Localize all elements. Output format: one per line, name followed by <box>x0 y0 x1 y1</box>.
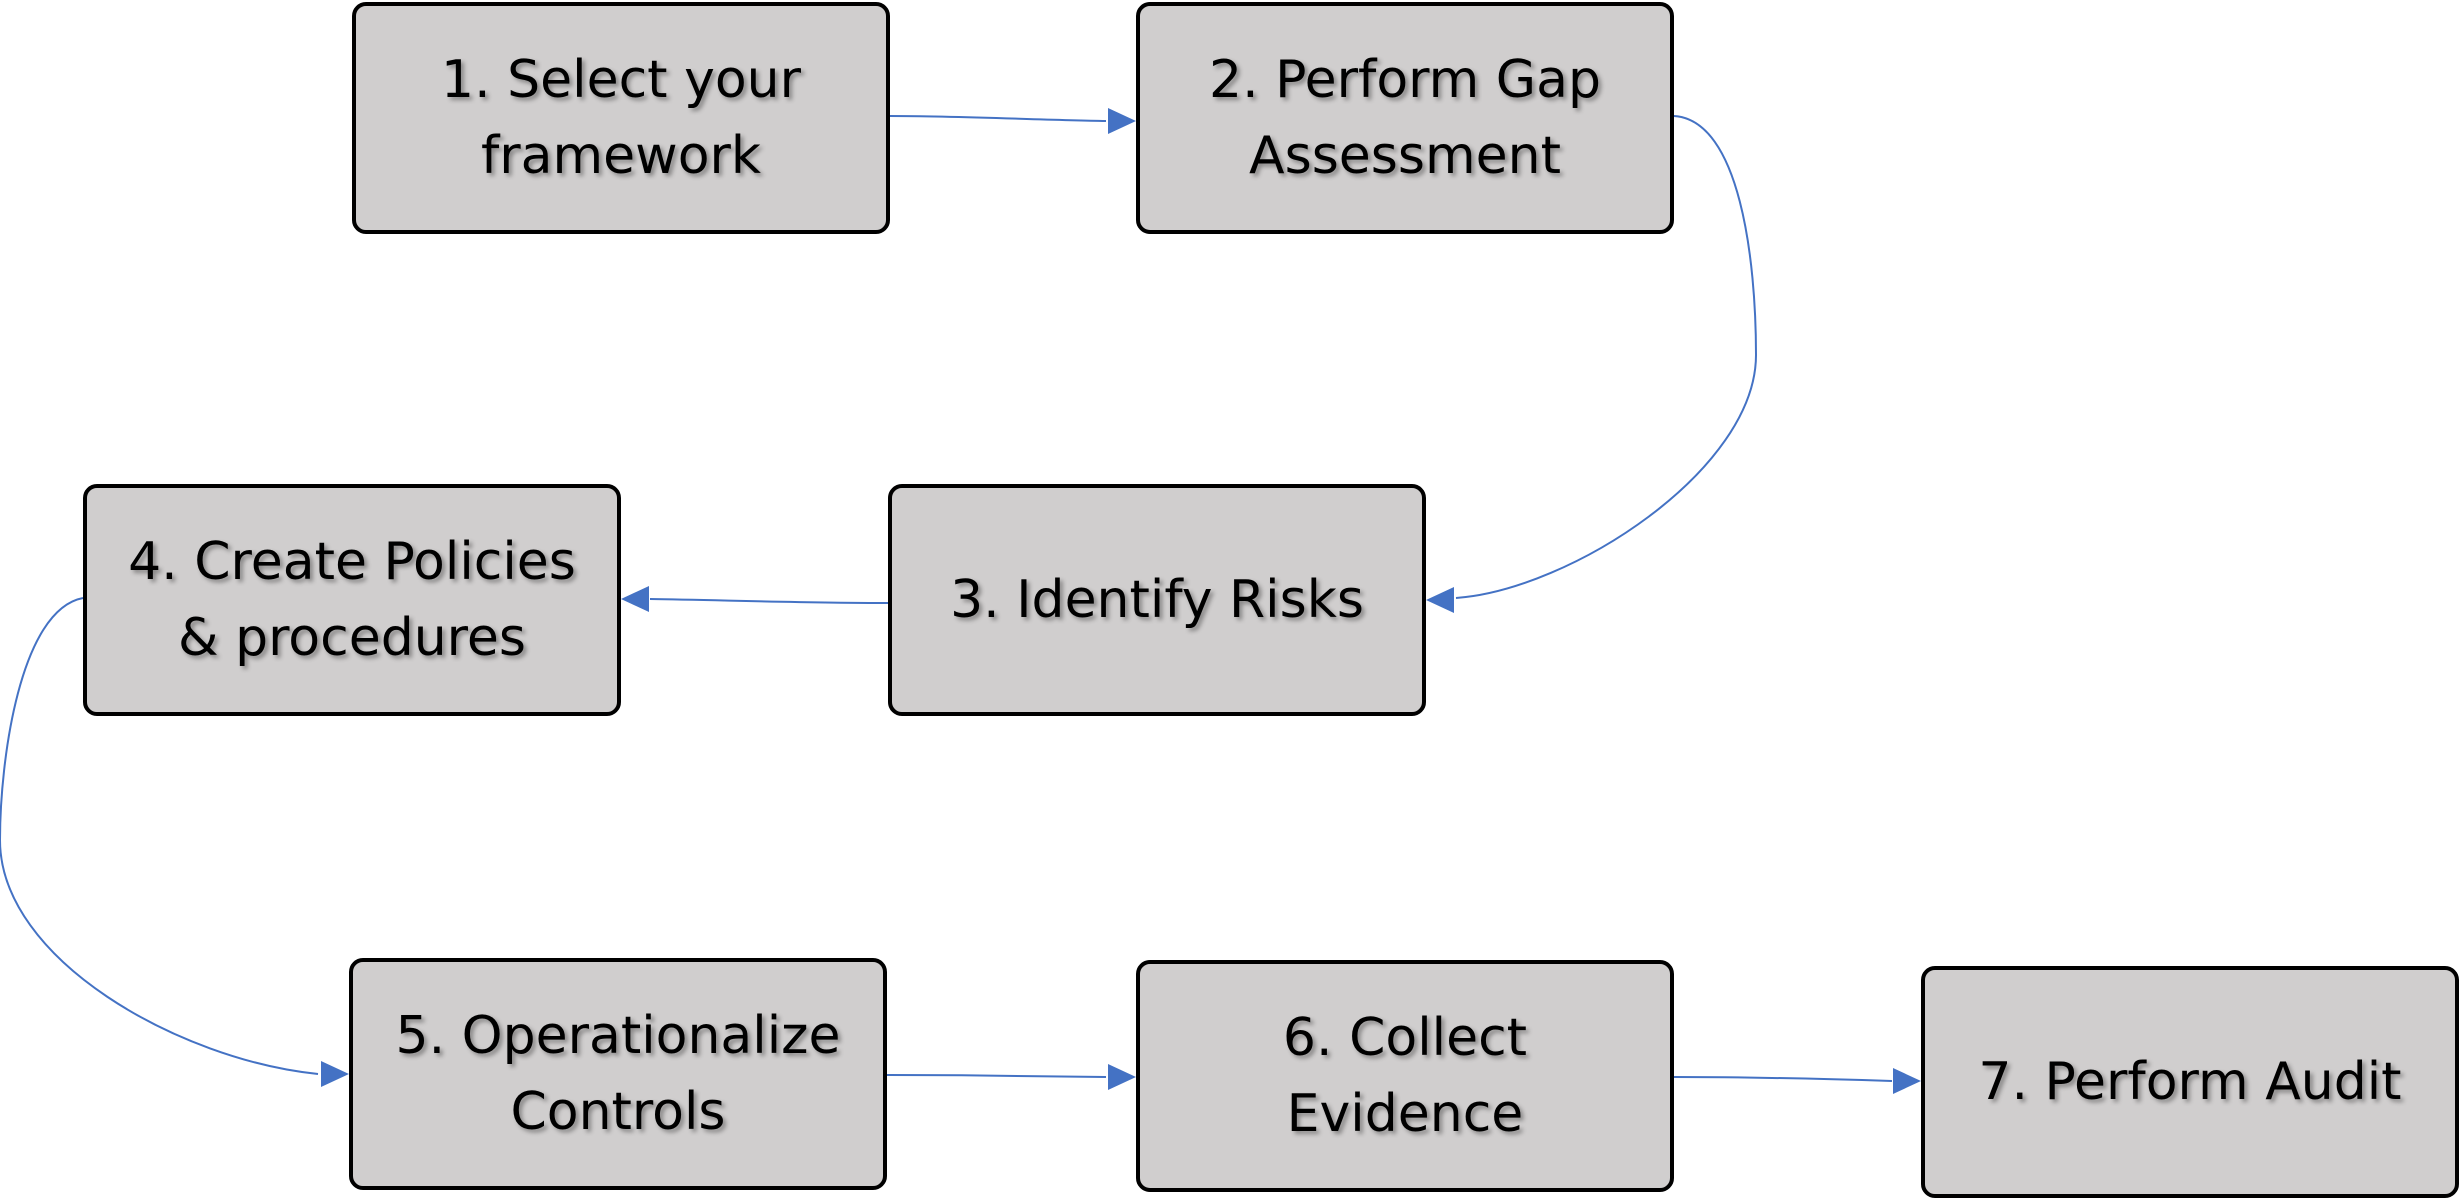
step-identify-risks: 3. Identify Risks <box>888 484 1426 716</box>
connector-step-1-to-step-2 <box>889 115 1107 122</box>
step-label: 4. Create Policies & procedures <box>128 532 576 668</box>
step-select-framework: 1. Select your framework <box>352 2 890 234</box>
step-label: 7. Perform Audit <box>1978 1052 2402 1112</box>
connector-step-6-to-step-7 <box>1673 1076 1893 1082</box>
step-create-policies: 4. Create Policies & procedures <box>83 484 621 716</box>
connector-step-5-to-step-6 <box>886 1074 1107 1078</box>
connector-step-3-to-step-4 <box>649 598 889 604</box>
step-collect-evidence: 6. Collect Evidence <box>1136 960 1674 1192</box>
connector-step-2-to-step-3 <box>1455 115 1758 599</box>
step-label: 6. Collect Evidence <box>1282 1008 1528 1144</box>
step-label: 5. Operationalize Controls <box>395 1006 841 1142</box>
arrowhead-step-6 <box>1108 1064 1136 1090</box>
arrowhead-step-2 <box>1108 108 1136 134</box>
arrowhead-step-7 <box>1893 1068 1921 1094</box>
step-gap-assessment: 2. Perform Gap Assessment <box>1136 2 1674 234</box>
arrowhead-step-5 <box>321 1061 349 1087</box>
connector-step-4-to-step-5 <box>0 597 319 1075</box>
step-label: 1. Select your framework <box>440 50 801 186</box>
arrowhead-step-4 <box>621 586 649 612</box>
step-operationalize-controls: 5. Operationalize Controls <box>349 958 887 1190</box>
step-label: 2. Perform Gap Assessment <box>1209 50 1601 186</box>
step-label: 3. Identify Risks <box>950 570 1364 630</box>
arrowhead-step-3 <box>1426 587 1454 613</box>
step-perform-audit: 7. Perform Audit <box>1921 966 2459 1198</box>
